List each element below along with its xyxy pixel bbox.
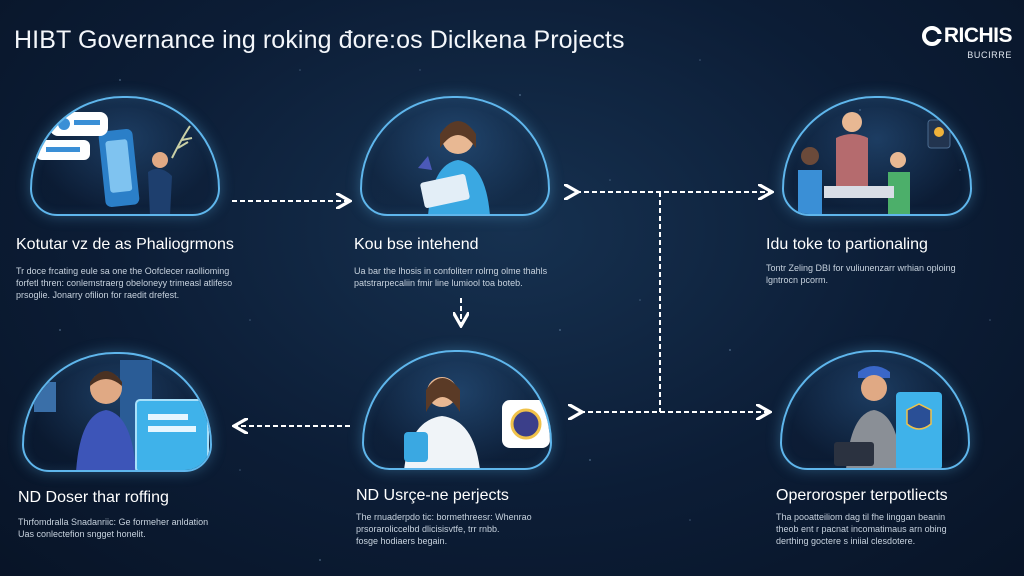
- card-3-body: Tontr Zeling DBI for vuliunenzarr wrhian…: [766, 263, 956, 285]
- card-6-heading: Operorosper terpotliects: [776, 487, 948, 504]
- brand-logo: RICHIS BUCIRRE: [921, 24, 1013, 60]
- person-icon: [152, 152, 168, 168]
- card-4-body: Thrfomdralla Snadanriic: Ge formeher anl…: [18, 517, 209, 539]
- logo-subtitle: BUCIRRE: [967, 50, 1012, 60]
- tablet-icon: [834, 442, 874, 466]
- seal-icon: [510, 408, 542, 440]
- family-icon: [842, 112, 862, 132]
- card-1-illustration: [30, 96, 220, 216]
- certificate-icon: [420, 174, 470, 208]
- card-2-illustration: [360, 96, 550, 216]
- card-1-heading: Kotutar vz de as Phaliogrmons: [16, 236, 234, 253]
- leaf-icon: [171, 125, 193, 159]
- card-4-illustration: [22, 352, 212, 472]
- card-5-body: The rnuaderpdo tic: bormethreesr: Whenra…: [356, 512, 532, 546]
- card-3-illustration: [782, 96, 972, 216]
- logo-ring-icon: [921, 26, 942, 46]
- card-5-illustration: [362, 350, 552, 470]
- worker-icon: [858, 366, 890, 378]
- document-icon: [135, 399, 209, 470]
- card-2-body: Ua bar the lhosis in confoliterr rolrng …: [354, 266, 548, 288]
- page-title: HIBT Governance ing roking đore:os Diclk…: [14, 26, 625, 54]
- logo-name: RICHIS: [943, 24, 1013, 47]
- card-6-illustration: [780, 350, 970, 470]
- card-6-body: Tha pooatteiliom dag til fhe linggan bea…: [776, 512, 947, 546]
- card-3-heading: Idu toke to partionaling: [766, 236, 928, 253]
- card-5-heading: ND Usrçe-ne perjects: [356, 487, 509, 504]
- shield-icon: [906, 403, 932, 430]
- card-1-body: Tr doce frcating eule sa one the Oofclec…: [16, 266, 233, 300]
- card-4-heading: ND Doser thar roffing: [18, 489, 169, 506]
- card-2-heading: Kou bse intehend: [354, 236, 479, 253]
